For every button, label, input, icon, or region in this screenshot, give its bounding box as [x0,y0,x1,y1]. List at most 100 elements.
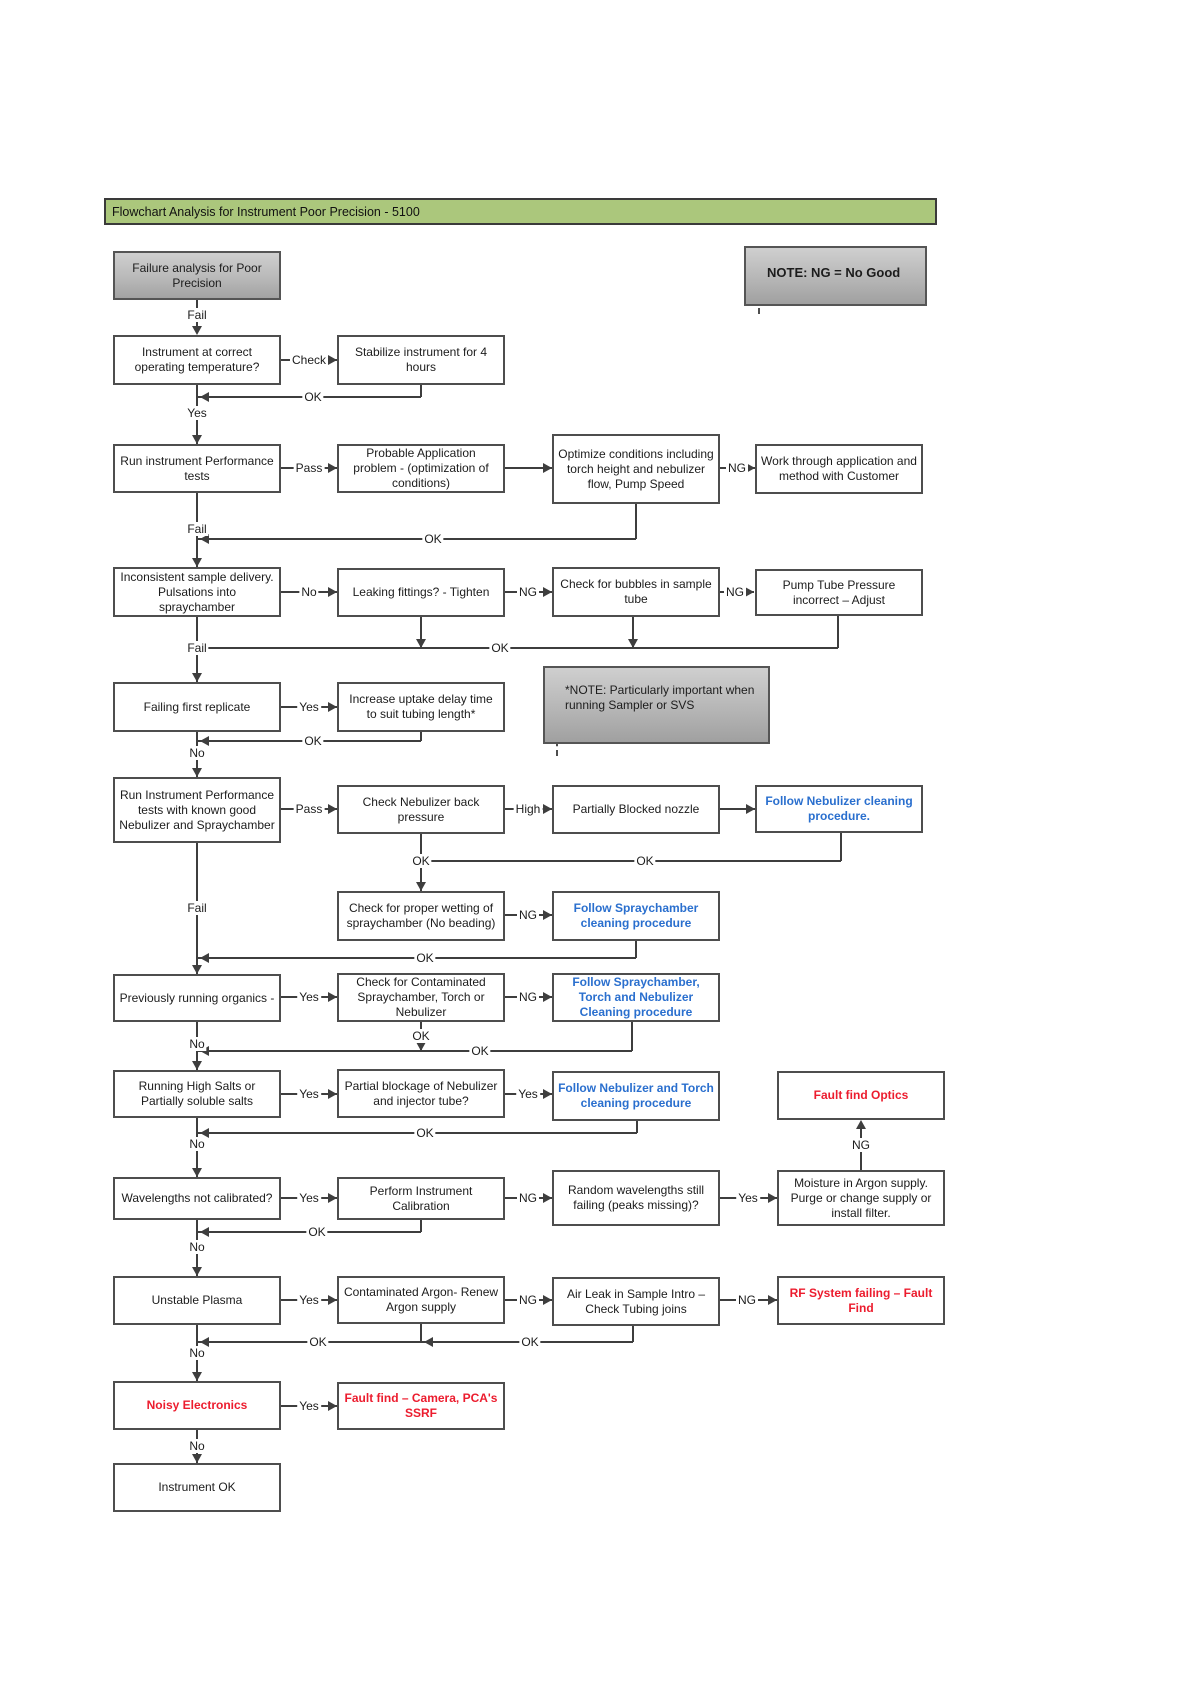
arrowhead-right [328,804,337,814]
flow-node-perform-instrument-calibration: Perform Instrument Calibration [337,1177,505,1220]
arrowhead-down [192,673,202,682]
connector-label: OK [302,390,324,404]
connector-label: Yes [297,700,321,714]
connector-line [840,833,842,861]
connector-line [420,732,422,741]
flow-node-check-nebulizer-back-pressure: Check Nebulizer back pressure [337,785,505,834]
arrowhead-right [768,1193,777,1203]
arrowhead-left [200,1128,209,1138]
connector-label: OK [410,854,432,868]
flow-node-label: Increase uptake delay time to suit tubin… [349,692,493,721]
flow-node-note-ng: NOTE: NG = No Good [744,246,927,306]
flow-node-label: Failure analysis for Poor Precision [132,260,262,290]
flow-node-leaking-fittings: Leaking fittings? - Tighten [337,568,505,617]
flow-node-label: Check Nebulizer back pressure [362,794,480,824]
arrowhead-right [543,910,552,920]
arrowhead-right [746,463,755,473]
flow-node-increase-uptake-delay: Increase uptake delay time to suit tubin… [337,682,505,732]
connector-line [720,808,755,810]
flow-node-label: Inconsistent sample delivery. Pulsations… [120,569,274,614]
arrowhead-left [200,534,209,544]
arrowhead-left [200,736,209,746]
connector-line [420,385,422,397]
connector-label: No [187,746,207,760]
arrowhead-down [192,1454,202,1463]
arrowhead-right [543,804,552,814]
flow-node-check-contaminated: Check for Contaminated Spraychamber, Tor… [337,973,505,1022]
flow-node-fault-find-optics: Fault find Optics [777,1071,945,1120]
arrowhead-down [416,882,426,891]
arrowhead-right [328,355,337,365]
flow-node-label: Unstable Plasma [151,1293,243,1307]
flow-node-instrument-temp-check: Instrument at correct operating temperat… [113,335,281,385]
flow-node-label: NOTE: NG = No Good [767,265,901,280]
flow-node-check-bubbles: Check for bubbles in sample tube [552,567,720,617]
flow-node-label: Noisy Electronics [146,1398,248,1412]
flow-node-check-proper-wetting: Check for proper wetting of spraychamber… [337,891,505,941]
connector-label: OK [410,1029,432,1043]
arrowhead-down [192,965,202,974]
flow-node-moisture-argon-supply: Moisture in Argon supply. Purge or chang… [777,1170,945,1226]
flow-node-label: Failing first replicate [143,699,251,714]
flow-node-label: Fault find – Camera, PCA's SSRF [344,1391,498,1420]
arrowhead-up [856,1120,866,1129]
connector-label: NG [517,1191,539,1205]
connector-label: Yes [297,990,321,1004]
arrowhead-right [768,1295,777,1305]
flow-node-partially-blocked-nozzle: Partially Blocked nozzle [552,785,720,834]
arrowhead-right [543,463,552,473]
arrowhead-right [543,1295,552,1305]
flow-node-label: Wavelengths not calibrated? [121,1191,273,1205]
connector-line [197,538,636,540]
arrowhead-down [192,558,202,567]
flow-node-label: Fault find Optics [813,1088,909,1102]
flow-node-label: Leaking fittings? - Tighten [352,585,490,599]
flow-node-optimize-conditions: Optimize conditions including torch heig… [552,434,720,504]
connector-label: OK [422,532,444,546]
connector-label: Pass [293,802,325,816]
flow-node-follow-spraychamber-cleaning: Follow Spraychamber cleaning procedure [552,891,720,941]
flow-node-label: Moisture in Argon supply. Purge or chang… [790,1175,932,1220]
arrowhead-right [543,992,552,1002]
connector-line [632,1326,634,1342]
arrowhead-right [328,1089,337,1099]
arrowhead-down [192,435,202,444]
connector-label: Pass [293,461,325,475]
flow-node-running-high-salts: Running High Salts or Partially soluble … [113,1070,281,1118]
connector-label: High [513,802,543,816]
flow-node-work-with-customer: Work through application and method with… [755,444,923,494]
connector-label: Fail [185,522,209,536]
flow-node-label: Follow Nebulizer cleaning procedure. [765,794,913,823]
flow-node-label: Probable Application problem - (optimiza… [353,446,489,490]
connector-label: NG [850,1138,872,1152]
flow-node-random-wavelengths-failing: Random wavelengths still failing (peaks … [552,1170,720,1226]
arrowhead-down [192,1372,202,1381]
connector-line [505,467,552,469]
connector-label: OK [302,734,324,748]
flow-node-label: Follow Spraychamber cleaning procedure [573,901,699,930]
flow-node-label: Work through application and method with… [761,454,917,483]
connector-line [837,616,839,648]
connector-label: OK [469,1044,491,1058]
connector-label: NG [517,990,539,1004]
flow-node-inconsistent-sample-delivery: Inconsistent sample delivery. Pulsations… [113,567,281,617]
connector-label: No [299,585,319,599]
flow-node-label: Random wavelengths still failing (peaks … [567,1183,705,1212]
flow-node-label: Run instrument Performance tests [120,453,274,483]
flow-node-label: Follow Nebulizer and Torch cleaning proc… [558,1081,714,1110]
arrowhead-left [200,392,209,402]
arrowhead-right [543,1193,552,1203]
flow-node-partial-blockage: Partial blockage of Nebulizer and inject… [337,1069,505,1118]
arrowhead-right [328,1401,337,1411]
connector-label: No [187,1037,207,1051]
connector-line [631,1022,633,1051]
flow-node-air-leak-sample-intro: Air Leak in Sample Intro – Check Tubing … [552,1277,720,1326]
flow-node-label: Contaminated Argon- Renew Argon supply [343,1285,499,1314]
flow-node-follow-spray-torch-neb-cleaning: Follow Spraychamber, Torch and Nebulizer… [552,973,720,1022]
arrowhead-right [328,702,337,712]
arrowhead-down [628,639,638,648]
connector-line [197,1050,632,1052]
flow-node-note-sampler-svs: *NOTE: Particularly important when runni… [543,666,770,744]
connector-label: No [187,1240,207,1254]
